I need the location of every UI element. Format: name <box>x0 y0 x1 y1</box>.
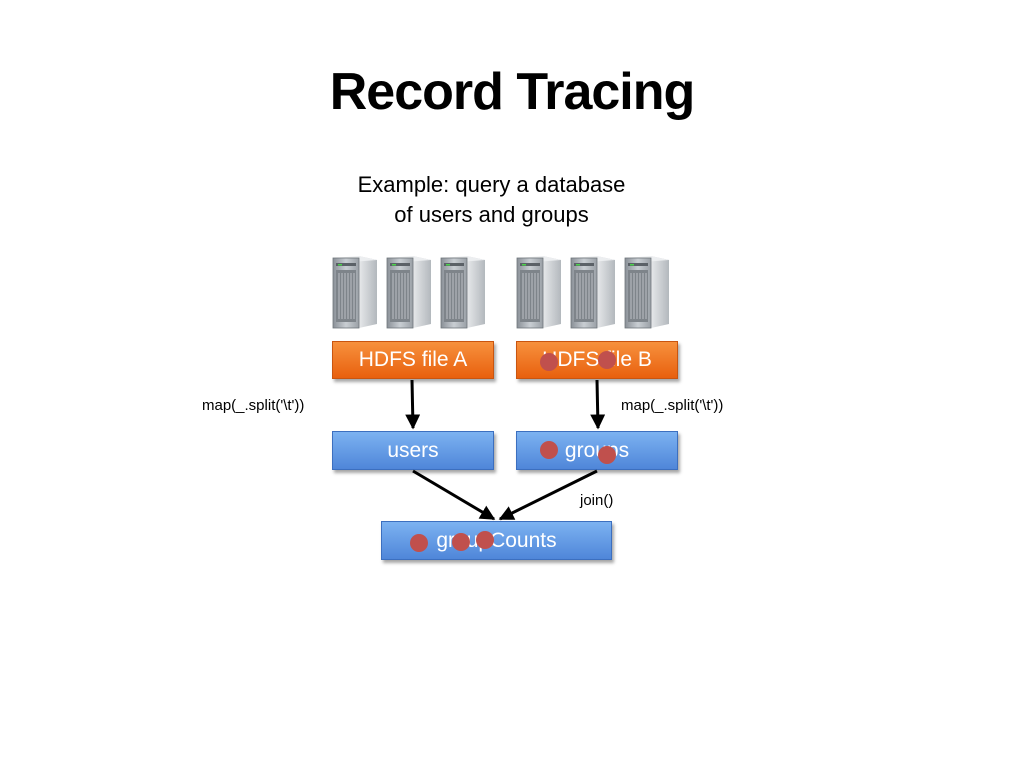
slide-title: Record Tracing <box>329 63 696 121</box>
hdfs-file-a-node: HDFS file A <box>332 341 494 379</box>
subtitle-line-2: of users and groups <box>394 202 589 227</box>
record-dot <box>476 531 494 549</box>
record-dot <box>410 534 428 552</box>
edge-label-map-right: map(_.split('\t')) <box>621 397 724 414</box>
record-dot <box>598 446 616 464</box>
subtitle-line-1: Example: query a database <box>357 172 626 197</box>
arrow-hdfs-b-to-groups <box>590 379 606 430</box>
record-dot <box>540 441 558 459</box>
record-dot <box>598 351 616 369</box>
record-dot <box>540 353 558 371</box>
users-node: users <box>332 431 494 470</box>
hdfs-file-b-label: HDFS file B <box>542 348 652 371</box>
edge-label-join: join() <box>580 492 614 509</box>
users-label: users <box>387 438 439 462</box>
arrow-groups-to-group-counts <box>498 469 598 521</box>
slide-subtitle: Example: query a database of users and g… <box>0 170 983 230</box>
arrow-hdfs-a-to-users <box>405 379 421 430</box>
arrow-users-to-group-counts <box>412 469 496 521</box>
hdfs-file-a-label: HDFS file A <box>358 348 468 371</box>
record-dot <box>452 533 470 551</box>
edge-label-map-left: map(_.split('\t')) <box>202 397 305 414</box>
